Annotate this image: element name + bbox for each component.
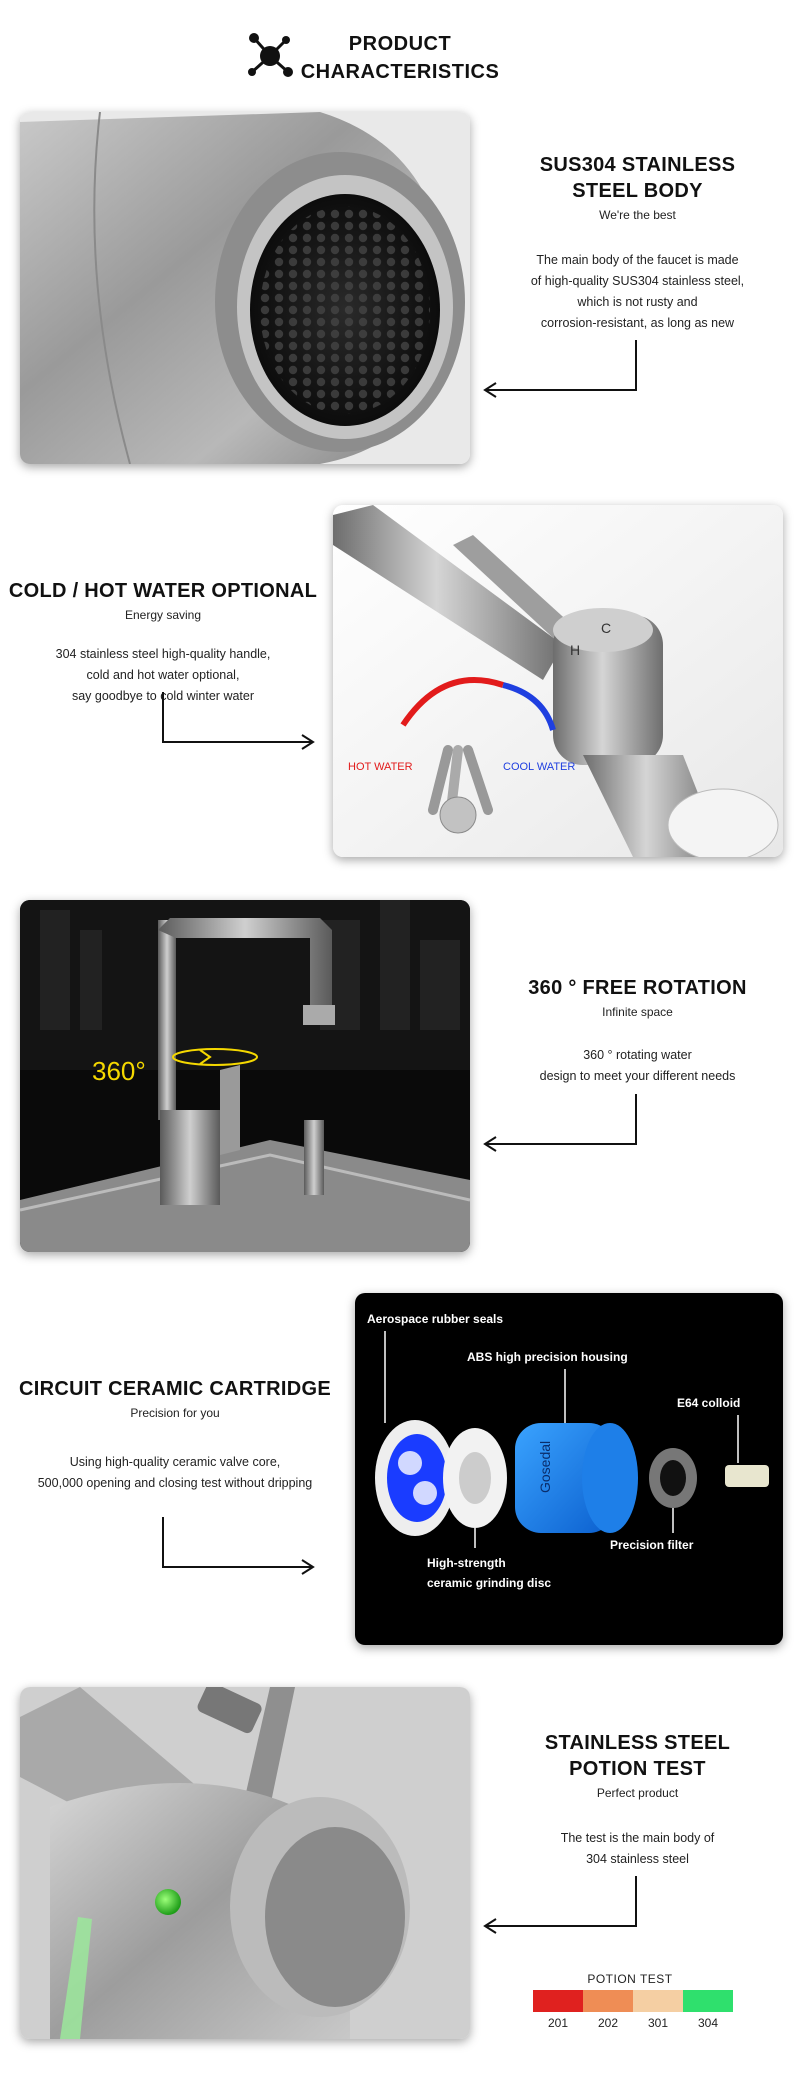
- product-image-cartridge: Aerospace rubber seals ABS high precisio…: [355, 1293, 783, 1645]
- section-cartridge-subtitle: Precision for you: [130, 1406, 220, 1420]
- potion-swatch-301: [633, 1990, 683, 2012]
- product-image-potion-test: [20, 1687, 470, 2039]
- potion-swatch-202: [583, 1990, 633, 2012]
- section-rotation-title: 360 ° FREE ROTATION: [528, 977, 747, 999]
- section-water-title: COLD / HOT WATER OPTIONAL: [8, 580, 318, 602]
- arrow-left-icon: [483, 340, 637, 398]
- cartridge-brand-text: Gosedal: [537, 1441, 553, 1493]
- page-title-line2: CHARACTERISTICS: [300, 61, 500, 83]
- callout-disc-line2: ceramic grinding disc: [427, 1576, 551, 1590]
- arrow-left-icon: [483, 1876, 637, 1934]
- potion-label-301: 301: [647, 2016, 669, 2030]
- potion-label-304: 304: [697, 2016, 719, 2030]
- arrow-left-icon: [483, 1094, 637, 1152]
- potion-label-201: 201: [547, 2016, 569, 2030]
- molecule-icon: [248, 33, 293, 77]
- section-body-subtitle: We're the best: [599, 208, 676, 222]
- handle-h-label: H: [570, 642, 580, 658]
- rotation-360-label: 360°: [92, 1056, 146, 1086]
- potion-test-labels: 201 202 301 304: [533, 2016, 733, 2030]
- potion-swatch-304: [683, 1990, 733, 2012]
- section-cartridge-title: CIRCUIT CERAMIC CARTRIDGE: [19, 1378, 331, 1400]
- cool-water-label: COOL WATER: [503, 761, 575, 773]
- hot-water-label: HOT WATER: [348, 761, 413, 773]
- section-water-subtitle: Energy saving: [124, 608, 202, 622]
- potion-swatch-201: [533, 1990, 583, 2012]
- product-image-aerator: [20, 112, 470, 464]
- callout-rubber-seals: Aerospace rubber seals: [367, 1312, 503, 1326]
- section-water-text: COLD / HOT WATER OPTIONAL Energy saving …: [0, 578, 326, 707]
- callout-precision-filter: Precision filter: [610, 1538, 694, 1552]
- potion-test-title: POTION TEST: [587, 1972, 673, 1986]
- arrow-right-icon: [162, 692, 315, 750]
- callout-abs-housing: ABS high precision housing: [467, 1350, 628, 1364]
- potion-label-202: 202: [597, 2016, 619, 2030]
- potion-test-scale: [533, 1990, 733, 2012]
- section-cartridge-desc: Using high-quality ceramic valve core,50…: [37, 1455, 313, 1490]
- product-image-rotation: 360°: [20, 900, 470, 1252]
- product-image-handle: H C HOT WATER COOL WATER: [333, 505, 783, 857]
- callout-e64-colloid: E64 colloid: [677, 1396, 740, 1410]
- page-title-line1: PRODUCT: [348, 33, 452, 55]
- handle-c-label: C: [601, 620, 611, 636]
- section-water-desc: 304 stainless steel high-quality handle,…: [55, 647, 271, 703]
- section-rotation-text: 360 ° FREE ROTATION Infinite space 360 °…: [490, 975, 785, 1087]
- section-rotation-subtitle: Infinite space: [602, 1005, 673, 1019]
- section-cartridge-text: CIRCUIT CERAMIC CARTRIDGE Precision for …: [8, 1376, 342, 1494]
- callout-disc-line1: High-strength: [427, 1556, 506, 1570]
- arrow-right-icon: [162, 1517, 315, 1575]
- page-title: PRODUCT CHARACTERISTICS: [300, 30, 500, 86]
- section-potion-subtitle: Perfect product: [596, 1786, 679, 1800]
